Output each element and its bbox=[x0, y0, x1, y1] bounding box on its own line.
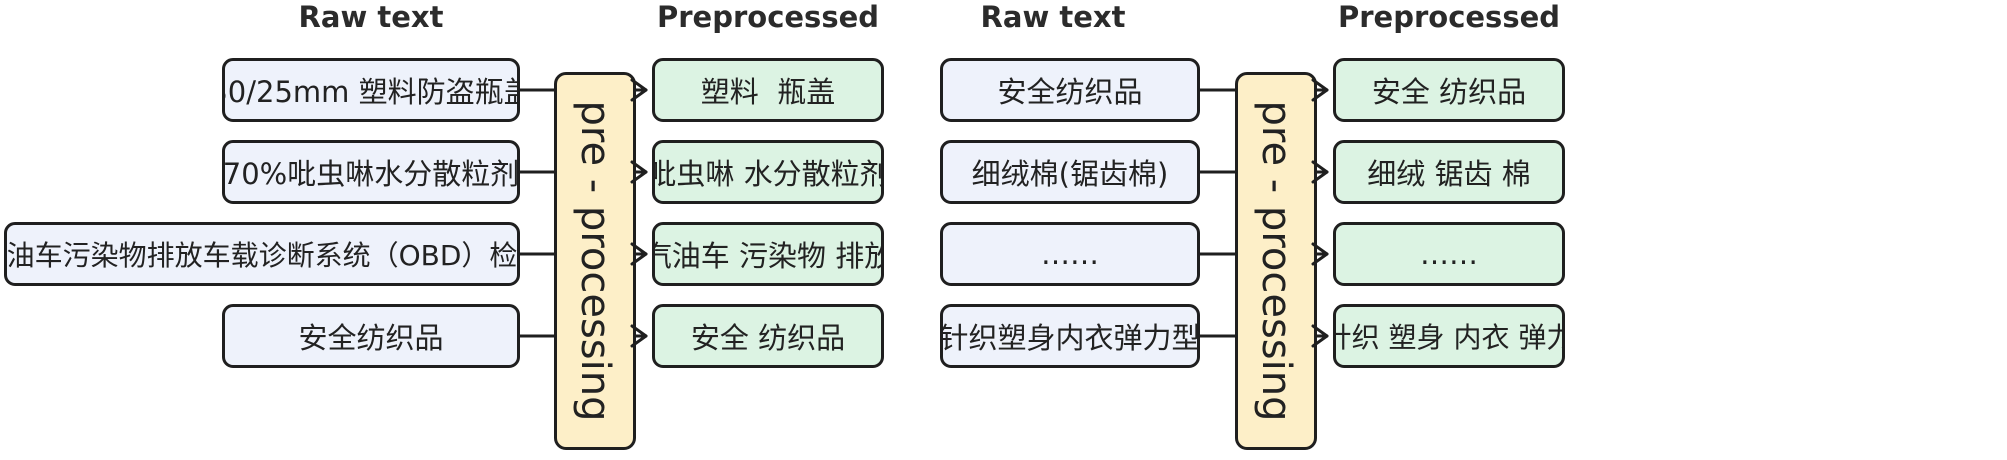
left-raw-box-4: 安全纺织品 bbox=[222, 304, 520, 368]
left-pre-box-1: 塑料 瓶盖 bbox=[652, 58, 884, 122]
left-output-arrow-3 bbox=[630, 242, 648, 266]
left-pre-box-4: 安全 纺织品 bbox=[652, 304, 884, 368]
right-pre-box-1: 安全 纺织品 bbox=[1333, 58, 1565, 122]
right-output-arrow-3 bbox=[1311, 242, 1329, 266]
left-pre-box-2: 吡虫啉 水分散粒剂 bbox=[652, 140, 884, 204]
left-preprocessed-header: Preprocessed bbox=[656, 0, 880, 34]
left-output-arrow-2 bbox=[630, 160, 648, 184]
left-raw-header: Raw text bbox=[298, 0, 444, 34]
right-output-arrow-2 bbox=[1311, 160, 1329, 184]
right-raw-box-1: 安全纺织品 bbox=[940, 58, 1200, 122]
right-pre-box-3: …… bbox=[1333, 222, 1565, 286]
right-output-arrow-4 bbox=[1311, 324, 1329, 348]
right-raw-box-3: …… bbox=[940, 222, 1200, 286]
right-preprocessed-header: Preprocessed bbox=[1337, 0, 1561, 34]
left-output-arrow-1 bbox=[630, 78, 648, 102]
left-raw-box-1: 30/25mm 塑料防盗瓶盖 bbox=[222, 58, 520, 122]
right-raw-header: Raw text bbox=[980, 0, 1126, 34]
left-raw-box-3: 汽油车污染物排放车载诊断系统（OBD）检查 bbox=[4, 222, 520, 286]
right-raw-box-2: 细绒棉(锯齿棉) bbox=[940, 140, 1200, 204]
right-pre-box-4: 针织 塑身 内衣 弹力 bbox=[1333, 304, 1565, 368]
right-pre-box-2: 细绒 锯齿 棉 bbox=[1333, 140, 1565, 204]
right-output-arrow-1 bbox=[1311, 78, 1329, 102]
left-pre-box-3: 汽油车 污染物 排放 bbox=[652, 222, 884, 286]
left-output-arrow-4 bbox=[630, 324, 648, 348]
right-raw-box-4: 针织塑身内衣弹力型 bbox=[940, 304, 1200, 368]
